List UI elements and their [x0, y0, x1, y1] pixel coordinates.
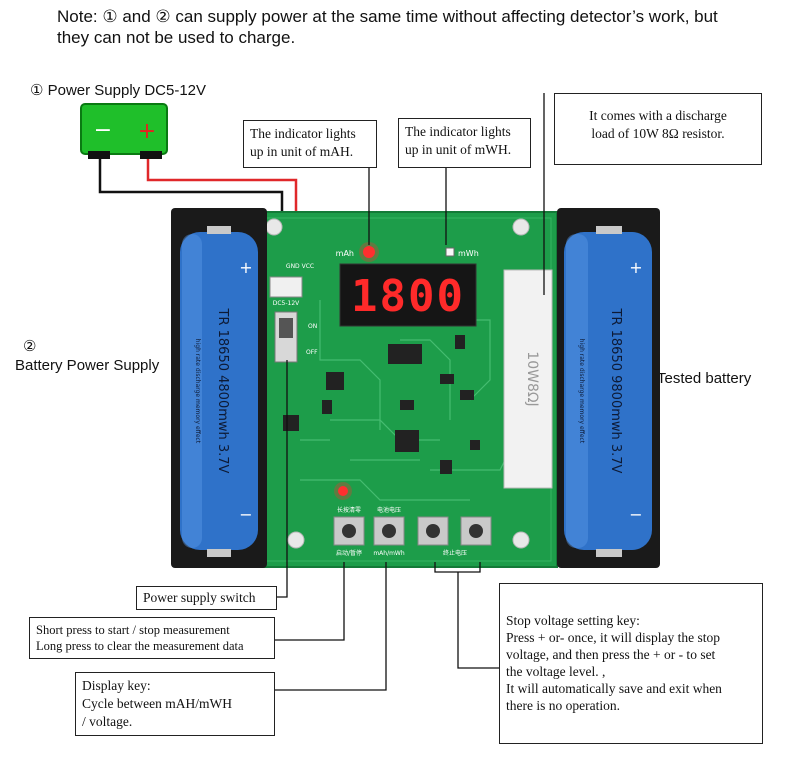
- mah-led: [363, 246, 375, 258]
- callout-mah: The indicator lights up in unit of mAH.: [243, 120, 377, 168]
- switch-off-label: OFF: [306, 349, 318, 356]
- button-bottom-label-1: 启动/暂停: [336, 549, 362, 557]
- mah-indicator-label: mAh: [336, 249, 354, 258]
- seven-segment-display: [339, 263, 477, 327]
- callout-display-key: Display key: Cycle between mAH/mWH / vol…: [75, 672, 275, 736]
- power-supply-label: ① Power Supply DC5-12V: [30, 82, 207, 99]
- battery-supply-number: ②: [23, 338, 37, 355]
- discharge-resistor: [503, 269, 553, 489]
- gnd-vcc-label: GND VCC: [286, 263, 314, 270]
- callout-start-stop: Short press to start / stop measurement …: [29, 617, 275, 659]
- button-plus[interactable]: [460, 516, 492, 546]
- left-battery-small: high rate discharge memory effect: [194, 339, 201, 444]
- right-minus-icon: −: [629, 505, 642, 524]
- right-battery-small: high rate discharge memory effect: [578, 339, 585, 444]
- button-top-label-2: 电池电压: [377, 506, 401, 514]
- button-start-stop[interactable]: [333, 516, 365, 546]
- mwh-led: [445, 247, 455, 257]
- callout-resistor: It comes with a discharge load of 10W 8Ω…: [554, 93, 762, 165]
- leader-lines: [275, 93, 545, 691]
- right-battery-text: TR 18650 9800mwh 3.7V: [608, 308, 623, 474]
- switch-on-label: ON: [308, 323, 317, 330]
- mwh-indicator-label: mWh: [458, 249, 479, 258]
- left-plus-icon: +: [239, 258, 252, 277]
- button-top-label-1: 长按清零: [337, 506, 361, 514]
- callout-power-switch: Power supply switch: [136, 586, 277, 610]
- pcb-board: DC5-12V GND VCC ON OFF mAh mWh 1800 10W8…: [256, 211, 558, 568]
- dc-connector-label: DC5-12V: [273, 300, 300, 307]
- callout-stop-voltage: Stop voltage setting key: Press + or- on…: [499, 583, 763, 744]
- button-minus[interactable]: [417, 516, 449, 546]
- left-battery: + − TR 18650 4800mwh 3.7V high rate disc…: [171, 208, 267, 568]
- note-text: Note: ① and ② can supply power at the sa…: [57, 6, 797, 48]
- right-plus-icon: +: [629, 258, 642, 277]
- button-bottom-label-3: 终止电压: [443, 549, 467, 557]
- display-value: 1800: [351, 271, 465, 322]
- note-line-1: Note: ① and ② can supply power at the sa…: [57, 7, 718, 26]
- callout-mwh: The indicator lights up in unit of mWH.: [398, 118, 531, 168]
- button-display[interactable]: [373, 516, 405, 546]
- power-supply-unit: − +: [80, 103, 168, 159]
- plus-icon: +: [138, 119, 156, 144]
- button-bottom-label-2: mAh/mWh: [373, 550, 405, 557]
- battery-supply-label: Battery Power Supply: [15, 357, 160, 374]
- tested-battery-label: Tested battery: [657, 370, 752, 387]
- left-battery-text: TR 18650 4800mwh 3.7V: [215, 308, 230, 474]
- right-battery: + − TR 18650 9800mwh 3.7V high rate disc…: [557, 208, 660, 568]
- minus-icon: −: [94, 118, 112, 143]
- left-minus-icon: −: [239, 505, 252, 524]
- resistor-text: 10W8ΩJ: [524, 351, 540, 406]
- note-line-2: they can not be used to charge.: [57, 28, 296, 47]
